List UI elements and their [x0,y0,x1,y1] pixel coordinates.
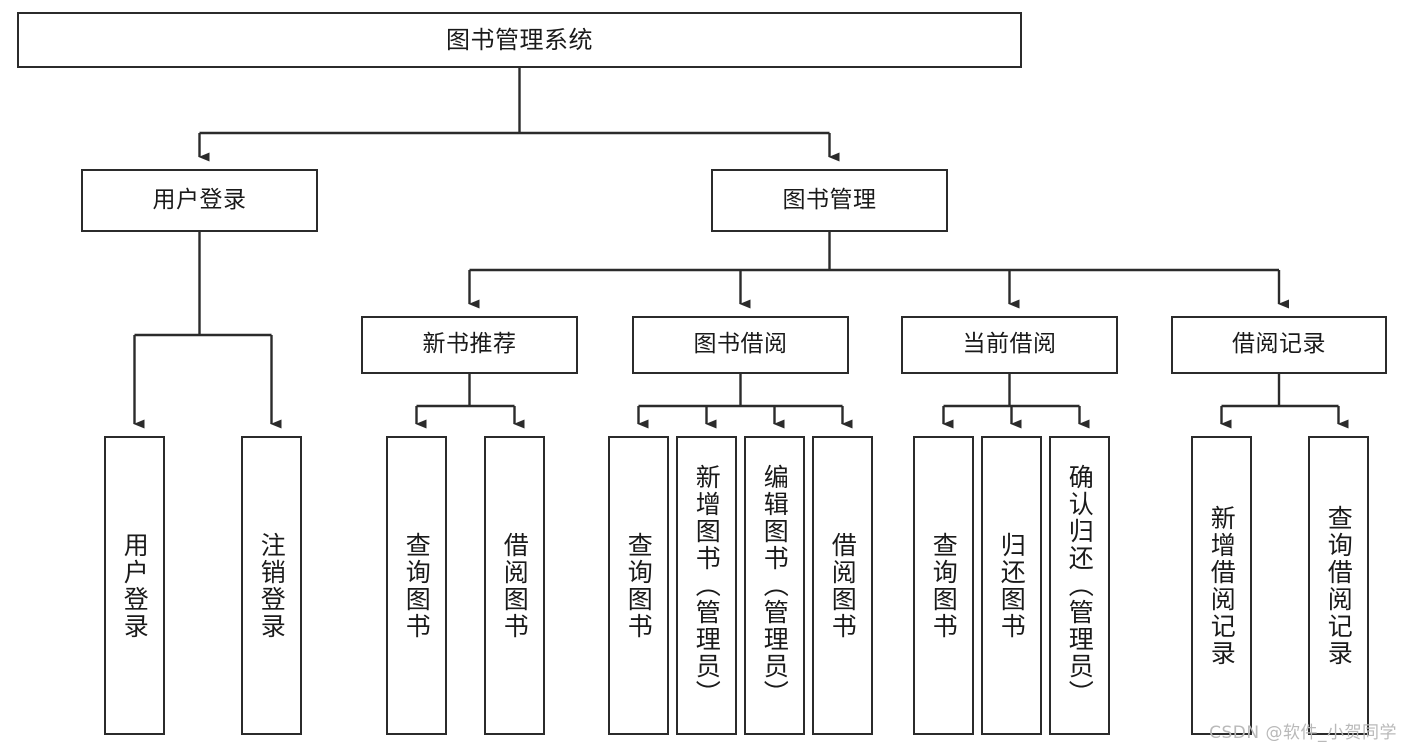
node-root[interactable]: 图书管理系统 [17,12,1022,68]
node-leaf-user-logout[interactable]: 注销登录 [241,436,302,735]
node-user-login[interactable]: 用户登录 [81,169,318,232]
node-label: 查询图书 [929,531,959,640]
node-label: 当前借阅 [962,331,1057,358]
node-leaf-bb-borrow[interactable]: 借阅图书 [812,436,873,735]
node-label: 查询图书 [624,531,654,640]
node-label: 新增借阅记录 [1207,504,1237,667]
node-label: 新增图书（管理员） [692,464,722,707]
node-label: 用户登录 [152,186,247,213]
node-leaf-cb-query[interactable]: 查询图书 [913,436,974,735]
node-label: 注销登录 [257,531,287,640]
watermark-text: CSDN @软件_小贺同学 [1209,723,1397,743]
node-leaf-rec-query[interactable]: 查询图书 [386,436,447,735]
node-book-manage[interactable]: 图书管理 [711,169,948,232]
node-leaf-br-add[interactable]: 新增借阅记录 [1191,436,1252,735]
node-label: 归还图书 [997,531,1027,640]
node-label: 借阅图书 [500,531,530,640]
node-borrow-record[interactable]: 借阅记录 [1171,316,1387,374]
node-label: 图书管理系统 [446,25,593,54]
node-book-borrow[interactable]: 图书借阅 [632,316,849,374]
node-leaf-bb-add[interactable]: 新增图书（管理员） [676,436,737,735]
node-label: 编辑图书（管理员） [760,464,790,707]
node-leaf-rec-borrow[interactable]: 借阅图书 [484,436,545,735]
node-label: 用户登录 [120,531,150,640]
node-label: 借阅图书 [828,531,858,640]
node-current-borrow[interactable]: 当前借阅 [901,316,1118,374]
node-leaf-user-login[interactable]: 用户登录 [104,436,165,735]
node-leaf-bb-edit[interactable]: 编辑图书（管理员） [744,436,805,735]
node-leaf-bb-query[interactable]: 查询图书 [608,436,669,735]
node-new-book-rec[interactable]: 新书推荐 [361,316,578,374]
node-label: 查询借阅记录 [1324,504,1354,667]
node-leaf-cb-return[interactable]: 归还图书 [981,436,1042,735]
node-label: 确认归还（管理员） [1065,464,1095,707]
node-label: 借阅记录 [1232,331,1326,358]
node-leaf-br-query[interactable]: 查询借阅记录 [1308,436,1369,735]
node-label: 查询图书 [402,531,432,640]
node-label: 新书推荐 [422,331,517,358]
node-label: 图书管理 [782,186,877,213]
node-leaf-cb-confirm[interactable]: 确认归还（管理员） [1049,436,1110,735]
node-label: 图书借阅 [693,331,788,358]
